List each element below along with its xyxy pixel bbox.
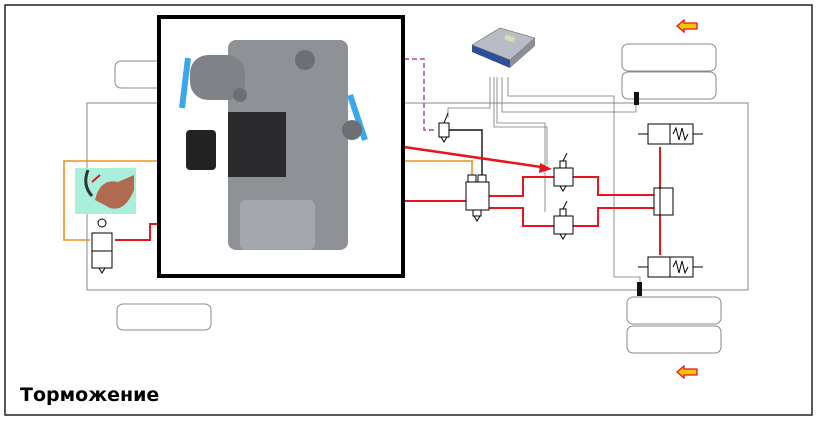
signal-wires (447, 77, 641, 285)
pointer-arrow (403, 145, 549, 170)
brake-chamber-upper (638, 123, 703, 145)
direction-arrow-icon (676, 18, 698, 34)
ecu-unit-icon (471, 27, 536, 68)
label-box (116, 303, 212, 331)
relay-valve (465, 174, 490, 222)
control-dashed-line (404, 58, 437, 131)
abs-valve-upper (553, 152, 574, 192)
label-box (626, 296, 722, 325)
brake-pedal-foot-icon (75, 168, 136, 214)
control-line (449, 129, 483, 178)
wheel-sensor (634, 92, 639, 105)
label-box (621, 71, 717, 100)
outer-frame (4, 4, 813, 416)
abs-modulator-valve-photo (179, 40, 368, 250)
wheel-sensor (637, 282, 642, 296)
direction-arrow-icon (676, 364, 698, 380)
label-box (626, 325, 722, 354)
pointer-arrowhead (539, 163, 552, 173)
label-boxes (114, 43, 722, 354)
page-title: Торможение (20, 384, 160, 406)
double-check-valve (653, 187, 674, 216)
brake-chamber-lower (638, 256, 703, 278)
pedal-line (63, 160, 473, 241)
label-box (621, 43, 717, 72)
abs-valve-lower (553, 200, 574, 240)
brake-pedal-valve (91, 218, 113, 274)
solenoid-valve (438, 112, 450, 143)
